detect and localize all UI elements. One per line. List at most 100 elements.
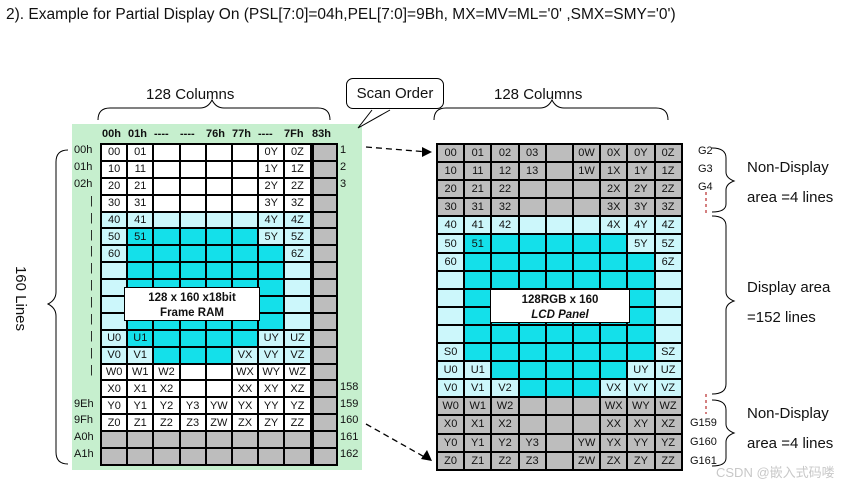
lcd-cell	[437, 288, 465, 307]
ram-side-cell	[312, 448, 337, 465]
lcd-cell	[545, 397, 573, 416]
ram-side-cell	[312, 144, 337, 161]
ram-cell	[205, 228, 232, 246]
scan-number: 159	[340, 397, 359, 410]
ram-cell	[205, 346, 232, 364]
ram-cell: 6Z	[284, 245, 311, 263]
right-columns-brace	[433, 98, 669, 121]
ram-cell	[231, 211, 259, 229]
ram-side-cell	[312, 329, 337, 347]
ram-side-cell	[312, 279, 337, 297]
ram-cell: XY	[258, 380, 285, 398]
lcd-cell: V0	[437, 379, 465, 398]
lcd-cell: 50	[437, 234, 465, 253]
lcd-cell: W2	[491, 397, 519, 416]
ram-cell: WY	[258, 363, 285, 381]
non-display-top-line2: area =4 lines	[747, 189, 834, 206]
lcd-cell	[437, 324, 465, 344]
lcd-cell: 11	[464, 162, 492, 181]
ram-cell	[231, 262, 259, 280]
ram-cell	[153, 448, 180, 465]
ram-cell: Y1	[127, 397, 154, 415]
row-label: 02h	[74, 177, 93, 190]
row-label: |	[90, 329, 93, 342]
lcd-cell	[545, 270, 573, 289]
ram-cell	[153, 194, 180, 212]
ram-cell: Y2	[153, 397, 180, 415]
lcd-cell: S0	[437, 343, 465, 362]
display-area-line1: Display area	[747, 279, 831, 296]
scan-arrow-bottom-head	[421, 450, 432, 461]
ram-cell	[179, 380, 206, 398]
ram-cell: 1Y	[258, 160, 285, 178]
non-display-top-line1: Non-Display	[747, 159, 829, 176]
gate-label-g159: G159	[690, 417, 717, 429]
ram-cell	[153, 211, 180, 229]
ram-side-cell	[312, 312, 337, 330]
ram-cell: Z0	[101, 414, 128, 432]
lcd-cell: 41	[464, 216, 492, 235]
ram-cell	[205, 262, 232, 280]
ram-cell: 01	[127, 144, 154, 161]
lcd-cell	[545, 415, 573, 434]
ram-cell	[231, 194, 259, 212]
lcd-cell	[572, 343, 601, 362]
ram-side-cell	[312, 262, 337, 280]
lcd-cell: 00	[437, 144, 465, 163]
ram-cell: Z1	[127, 414, 154, 432]
lcd-cell: 40	[437, 216, 465, 235]
lcd-cell: ZZ	[654, 451, 682, 470]
ram-cell: YZ	[284, 397, 311, 415]
ram-cell	[127, 431, 154, 449]
lcd-cell	[572, 270, 601, 289]
lcd-cell	[572, 361, 601, 380]
lcd-cell	[518, 379, 546, 398]
ram-cell: YW	[205, 397, 232, 415]
lcd-cell: YZ	[654, 433, 682, 452]
ram-cell	[205, 160, 232, 178]
frame-ram-label-line1: 128 x 160 x18bit	[148, 292, 236, 304]
lcd-cell: 42	[491, 216, 519, 235]
ram-cell	[179, 194, 206, 212]
lcd-cell	[572, 252, 601, 271]
column-header: 83h	[312, 128, 331, 140]
lcd-cell: 4Z	[654, 216, 682, 235]
lcd-cell: 1Z	[654, 162, 682, 181]
lcd-cell: 5Y	[627, 234, 655, 253]
ram-cell: 11	[127, 160, 154, 178]
ram-cell	[179, 245, 206, 263]
lcd-cell: Z2	[491, 451, 519, 470]
row-label: A0h	[74, 431, 94, 444]
ram-cell	[179, 363, 206, 381]
gate-label-g4: G4	[698, 181, 713, 193]
lcd-cell: 03	[518, 144, 546, 163]
lcd-cell	[545, 216, 573, 235]
display-area-brace	[711, 215, 736, 395]
ram-side-cell	[312, 414, 337, 432]
ram-cell: V1	[127, 346, 154, 364]
lcd-cell: 4X	[600, 216, 628, 235]
lcd-cell	[572, 397, 601, 416]
ram-cell: 31	[127, 194, 154, 212]
ram-cell	[127, 262, 154, 280]
row-label: 9Eh	[74, 397, 94, 410]
lcd-cell	[518, 343, 546, 362]
lcd-cell	[627, 252, 655, 271]
ram-cell: 0Z	[284, 144, 311, 161]
ram-cell	[179, 144, 206, 161]
ram-cell	[153, 245, 180, 263]
scan-arrow-bottom	[365, 423, 429, 460]
ram-cell	[231, 228, 259, 246]
ram-side-cell	[312, 363, 337, 381]
lcd-cell	[491, 361, 519, 380]
lcd-cell: 0W	[572, 144, 601, 163]
ram-cell	[231, 177, 259, 195]
ram-cell	[205, 448, 232, 465]
ram-cell	[101, 431, 128, 449]
lcd-cell: V2	[491, 379, 519, 398]
lcd-cell	[437, 306, 465, 325]
lcd-cell	[518, 216, 546, 235]
ram-cell	[205, 211, 232, 229]
non-display-bottom-line2: area =4 lines	[747, 435, 834, 452]
